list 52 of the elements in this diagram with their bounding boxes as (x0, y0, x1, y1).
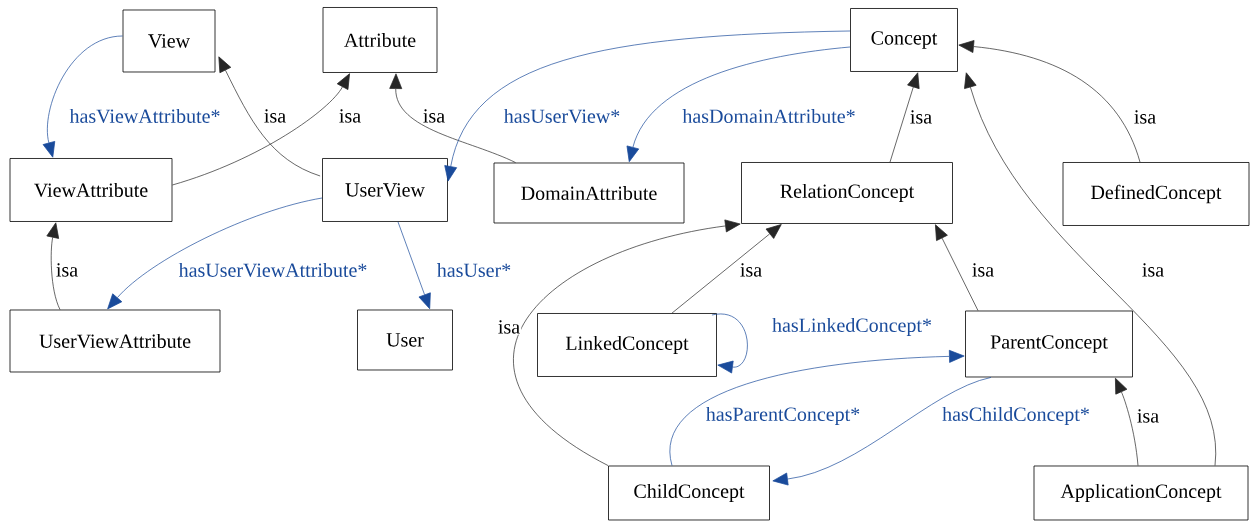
arrow (958, 40, 1141, 163)
arrow (172, 73, 350, 186)
edge-label: hasDomainAttribute* (681, 107, 857, 125)
edge-label: hasUserViewAttribute* (177, 261, 369, 279)
edge-label: isa (1132, 109, 1158, 125)
arrow (772, 377, 992, 486)
edge-label: isa (337, 108, 363, 124)
arrow (389, 73, 516, 163)
class-box: DefinedConcept (1062, 162, 1250, 226)
arrow (42, 35, 123, 158)
class-box: LinkedConcept (537, 313, 717, 377)
class-box: UserView (322, 158, 448, 222)
edge-label: isa (1135, 408, 1161, 424)
class-box: ViewAttribute (9, 158, 173, 222)
class-box: RelationConcept (741, 162, 953, 224)
edge-label: isa (262, 108, 288, 124)
arrow (1115, 377, 1139, 466)
arrow (397, 221, 431, 310)
arrow (889, 72, 920, 163)
arrow (671, 224, 782, 314)
arrow (964, 72, 1216, 466)
edge-label: hasViewAttribute* (68, 107, 222, 125)
arrow (626, 46, 851, 163)
edge-label: isa (421, 108, 447, 124)
class-box: User (357, 309, 453, 371)
arrow (513, 219, 741, 466)
arrow (107, 197, 323, 310)
class-box: ApplicationConcept (1033, 465, 1249, 521)
arrow (218, 56, 321, 177)
edge-label: isa (54, 262, 80, 278)
edge-label: isa (496, 319, 522, 335)
edge-label: hasLinkedConcept* (771, 316, 933, 338)
edge-label: hasUserView* (502, 107, 622, 125)
class-box: ParentConcept (965, 310, 1133, 378)
class-box: UserViewAttribute (9, 309, 221, 373)
edge-label: isa (970, 262, 996, 278)
edge-label: hasUser* (435, 261, 513, 279)
class-box: View (122, 9, 216, 73)
edge-label: isa (908, 109, 934, 125)
arrow (935, 224, 979, 311)
class-box: Attribute (322, 7, 438, 73)
class-box: Concept (850, 8, 958, 72)
class-box: ChildConcept (608, 465, 770, 521)
edge-label: isa (738, 262, 764, 278)
arrow (711, 313, 748, 374)
arrow (46, 222, 61, 310)
edge-label: hasChildConcept* (941, 405, 1091, 427)
edge-label: isa (1140, 262, 1166, 278)
arrow (444, 30, 851, 182)
arrow (669, 349, 965, 466)
edge-label: hasParentConcept* (704, 405, 862, 427)
class-box: DomainAttribute (493, 162, 685, 224)
